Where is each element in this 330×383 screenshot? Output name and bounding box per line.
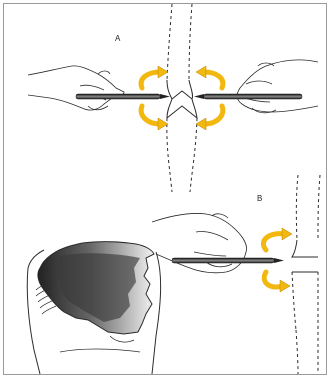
panel-a-label: A <box>115 34 120 43</box>
panel-b <box>152 175 320 374</box>
vessel-wall-a <box>167 4 197 192</box>
panel-a <box>28 4 318 192</box>
hand-holding-tool-icon <box>152 213 247 272</box>
vessel-wall-b <box>292 175 320 374</box>
tool-tip-icon <box>194 94 204 99</box>
cutting-tool-icon <box>172 258 274 263</box>
figure-frame <box>4 4 327 375</box>
panel-b-label: B <box>257 194 262 203</box>
cutting-tool-icon <box>76 94 160 99</box>
curved-arrow-icon <box>263 234 284 250</box>
broken-pot-icon <box>27 242 160 374</box>
hand-holding-tool-icon <box>28 66 124 110</box>
arrow-head <box>280 280 290 292</box>
tool-tip-icon <box>160 94 170 99</box>
arrow-heads <box>158 66 206 130</box>
arrow-head <box>282 228 292 240</box>
curved-arrow-icon <box>264 272 282 287</box>
hand-holding-tool-icon <box>237 60 318 113</box>
tool-tip-icon <box>274 258 284 263</box>
cutting-tool-icon <box>204 94 302 99</box>
